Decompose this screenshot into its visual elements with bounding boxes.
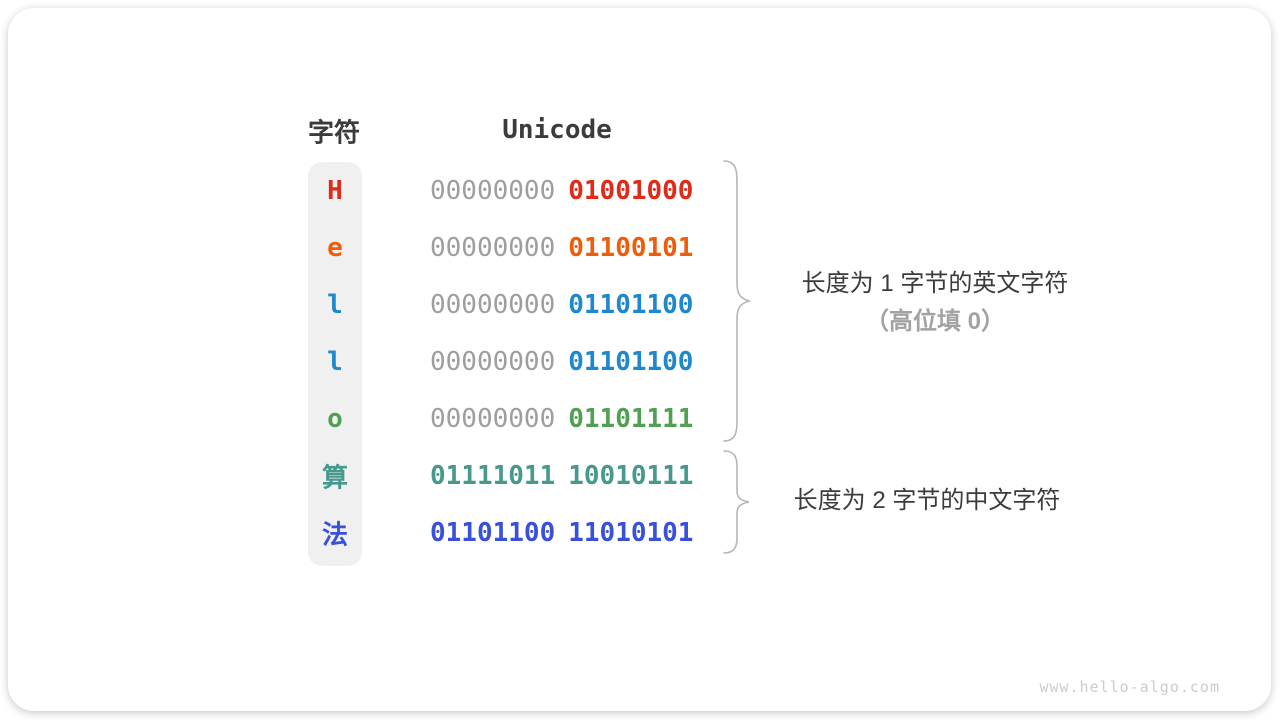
binary-byte-low: 01101111 [568,404,694,434]
binary-byte-high: 00000000 [430,404,556,434]
character-cell: l [327,347,343,377]
binary-byte-high: 00000000 [430,290,556,320]
caption-one-byte-group: 长度为 1 字节的英文字符 （高位填 0） [802,265,1069,341]
character-cell: 算 [321,463,349,494]
character-cell: o [327,404,343,434]
binary-byte-low: 11010101 [568,518,694,548]
binary-row: 00000000 01101100 [430,347,693,377]
brace-two-byte-group [722,450,752,554]
watermark-url: www.hello-algo.com [1039,678,1220,696]
binary-byte-low: 01101100 [568,347,694,377]
caption-one-byte-line1: 长度为 1 字节的英文字符 [801,270,1069,297]
binary-byte-high: 00000000 [430,233,556,263]
binary-row: 00000000 01101100 [430,290,693,320]
character-cell: H [327,176,343,206]
binary-byte-low: 01100101 [568,233,694,263]
binary-row: 01101100 11010101 [430,518,693,548]
brace-one-byte-group [722,160,752,442]
figure-card [8,8,1271,711]
column-header-character: 字符 [307,117,361,148]
binary-byte-high: 01111011 [430,461,556,491]
binary-byte-high: 00000000 [430,347,556,377]
binary-byte-low: 01101100 [568,290,694,320]
binary-byte-low: 01001000 [568,176,694,206]
character-cell: l [327,290,343,320]
caption-one-byte-line2: （高位填 0） [864,308,1005,335]
character-cell: e [327,233,343,263]
binary-byte-high: 00000000 [430,176,556,206]
binary-row: 01111011 10010111 [430,461,693,491]
binary-byte-low: 10010111 [568,461,694,491]
column-header-unicode: Unicode [502,115,612,145]
binary-row: 00000000 01101111 [430,404,693,434]
binary-row: 00000000 01100101 [430,233,693,263]
binary-row: 00000000 01001000 [430,176,693,206]
character-cell: 法 [321,520,349,551]
character-column-background [308,162,362,566]
caption-two-byte-group: 长度为 2 字节的中文字符 [793,487,1061,514]
binary-byte-high: 01101100 [430,518,556,548]
